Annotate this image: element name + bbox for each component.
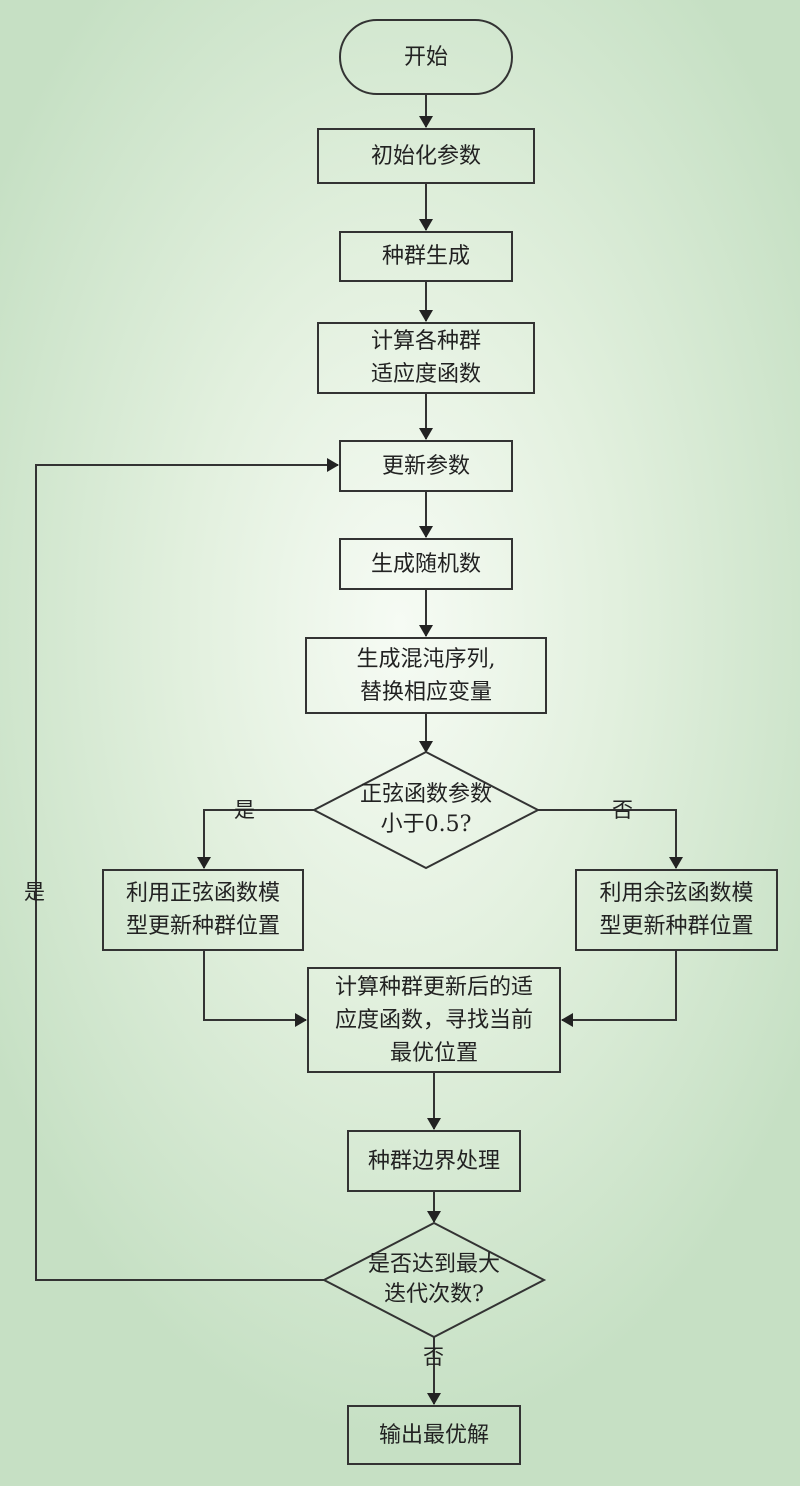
arrow-decision-sine-no: [538, 809, 683, 869]
decision-sine-shape: [311, 750, 541, 870]
init-params-box: 初始化参数: [317, 128, 535, 184]
population-generate-box: 种群生成: [339, 231, 513, 282]
arrow-sine-compute: [203, 951, 307, 1027]
start-terminal: 开始: [339, 19, 513, 95]
sine-update-box: 利用正弦函数模 型更新种群位置: [102, 869, 304, 951]
update-params-box: 更新参数: [339, 440, 513, 492]
decision-max-shape: [321, 1221, 547, 1339]
boundary-handle-box: 种群边界处理: [347, 1130, 521, 1192]
chaos-sequence-box: 生成混沌序列, 替换相应变量: [305, 637, 547, 714]
arrow-decision-sine-yes: [197, 809, 314, 869]
label-sine-yes: 是: [234, 798, 255, 822]
arrow-cos-compute: [561, 951, 677, 1027]
label-loop-yes: 是: [24, 880, 45, 904]
output-best-box: 输出最优解: [347, 1405, 521, 1465]
compute-best-box: 计算种群更新后的适 应度函数，寻找当前 最优位置: [307, 967, 561, 1073]
fitness-compute-box: 计算各种群 适应度函数: [317, 322, 535, 394]
cosine-update-box: 利用余弦函数模 型更新种群位置: [575, 869, 778, 951]
decision-sine-text: 正弦函数参数 小于0.5?: [359, 782, 492, 837]
label-end-no: 否: [423, 1345, 444, 1369]
random-number-box: 生成随机数: [339, 538, 513, 590]
label-sine-no: 否: [612, 798, 633, 822]
decision-max-text: 是否达到最大 迭代次数?: [367, 1252, 500, 1307]
arrow-loop-back: [35, 458, 339, 1281]
